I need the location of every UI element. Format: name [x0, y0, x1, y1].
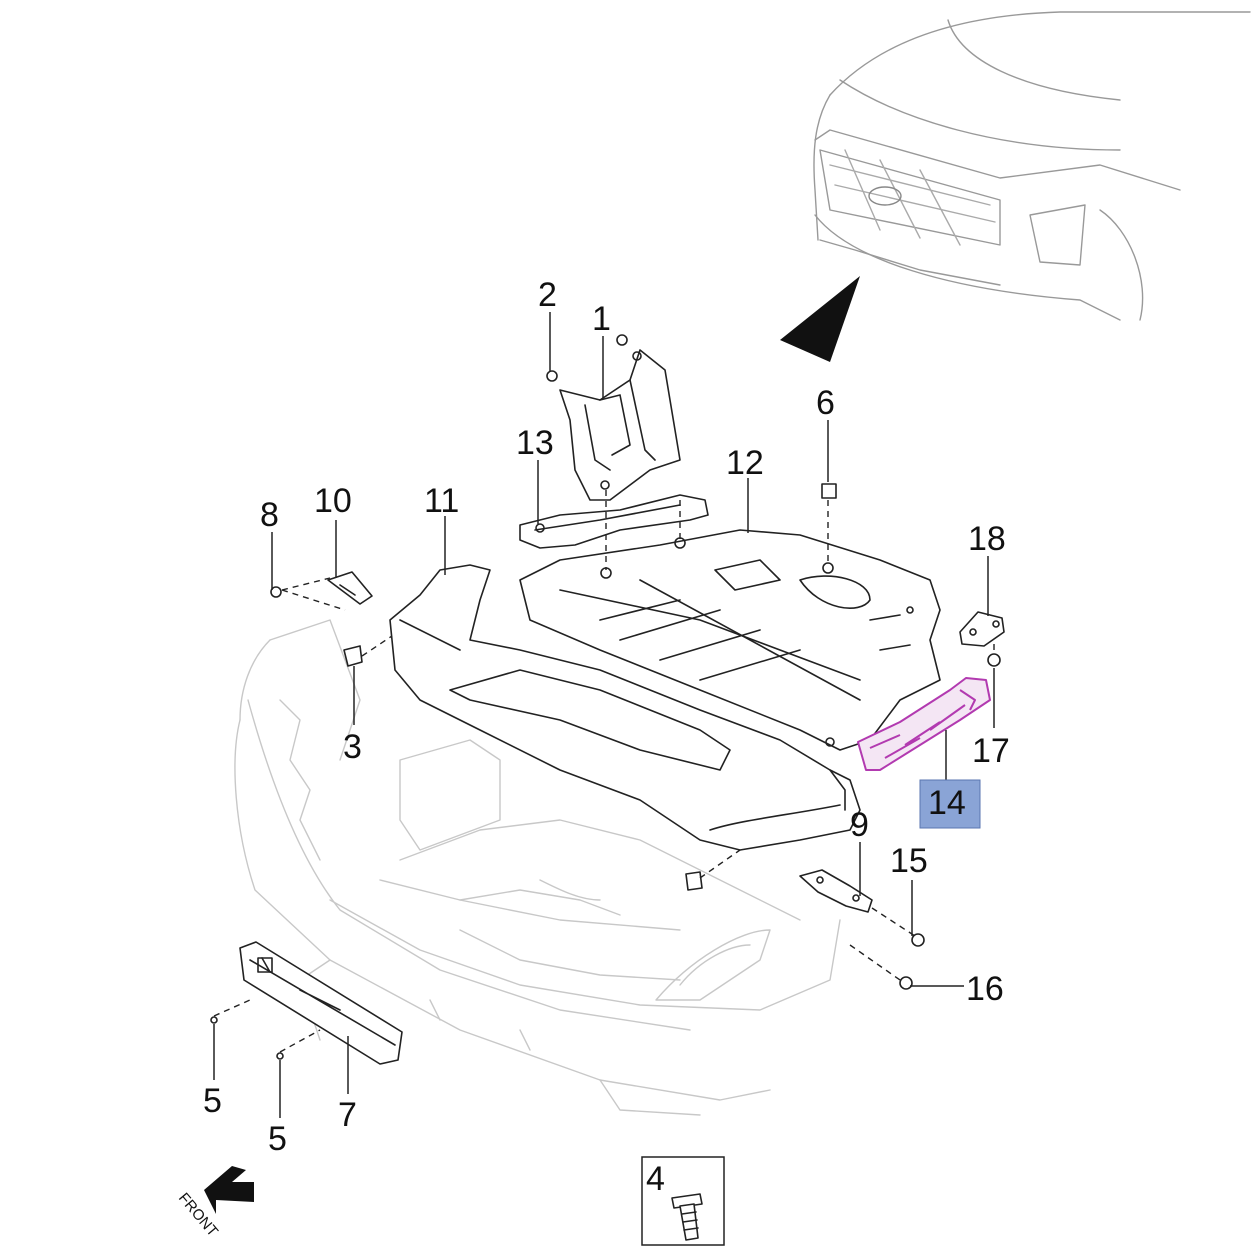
front-bumper-ghost — [234, 619, 841, 1116]
callout-13: 13 — [516, 424, 554, 462]
callouts: 2 1 13 12 6 8 10 11 18 3 17 9 15 16 5 5 … — [203, 276, 1010, 1158]
part-1-bracket — [559, 349, 681, 501]
view-direction-arrow — [780, 276, 860, 362]
vehicle-reference-sketch — [813, 11, 1251, 321]
callout-7: 7 — [338, 1096, 357, 1134]
part-18-bracket — [959, 611, 1005, 647]
callout-11: 11 — [424, 482, 459, 520]
part-4-inset: 4 — [641, 1156, 725, 1246]
callout-6: 6 — [816, 384, 835, 422]
callout-4: 4 — [646, 1160, 665, 1198]
callout-9: 9 — [850, 806, 869, 844]
callout-5-left: 5 — [203, 1082, 222, 1120]
callout-10: 10 — [314, 482, 352, 520]
front-arrow-icon — [204, 1166, 254, 1214]
leader-lines — [213, 312, 995, 1118]
callout-15: 15 — [890, 842, 928, 880]
part-14-highlighted-bracket — [857, 677, 991, 771]
part-15-bracket — [799, 869, 873, 913]
callout-2: 2 — [538, 276, 557, 314]
callout-14-highlight-box — [919, 779, 981, 829]
callout-12: 12 — [726, 444, 764, 482]
callout-16: 16 — [966, 970, 1004, 1008]
callout-18: 18 — [968, 520, 1006, 558]
part-11-deflector — [389, 564, 861, 851]
part-10-clip — [327, 571, 373, 605]
callout-3: 3 — [343, 728, 362, 766]
callout-1: 1 — [592, 300, 611, 338]
front-indicator: FRONT — [175, 1166, 254, 1240]
fasteners — [210, 334, 1001, 1060]
part-12-under-cover — [519, 529, 941, 751]
callout-17: 17 — [972, 732, 1010, 770]
part-7-plate-bracket — [239, 941, 403, 1065]
callout-14: 14 — [928, 784, 966, 822]
callout-5-right: 5 — [268, 1120, 287, 1158]
callout-8: 8 — [260, 496, 279, 534]
part-13-rail — [519, 494, 709, 549]
